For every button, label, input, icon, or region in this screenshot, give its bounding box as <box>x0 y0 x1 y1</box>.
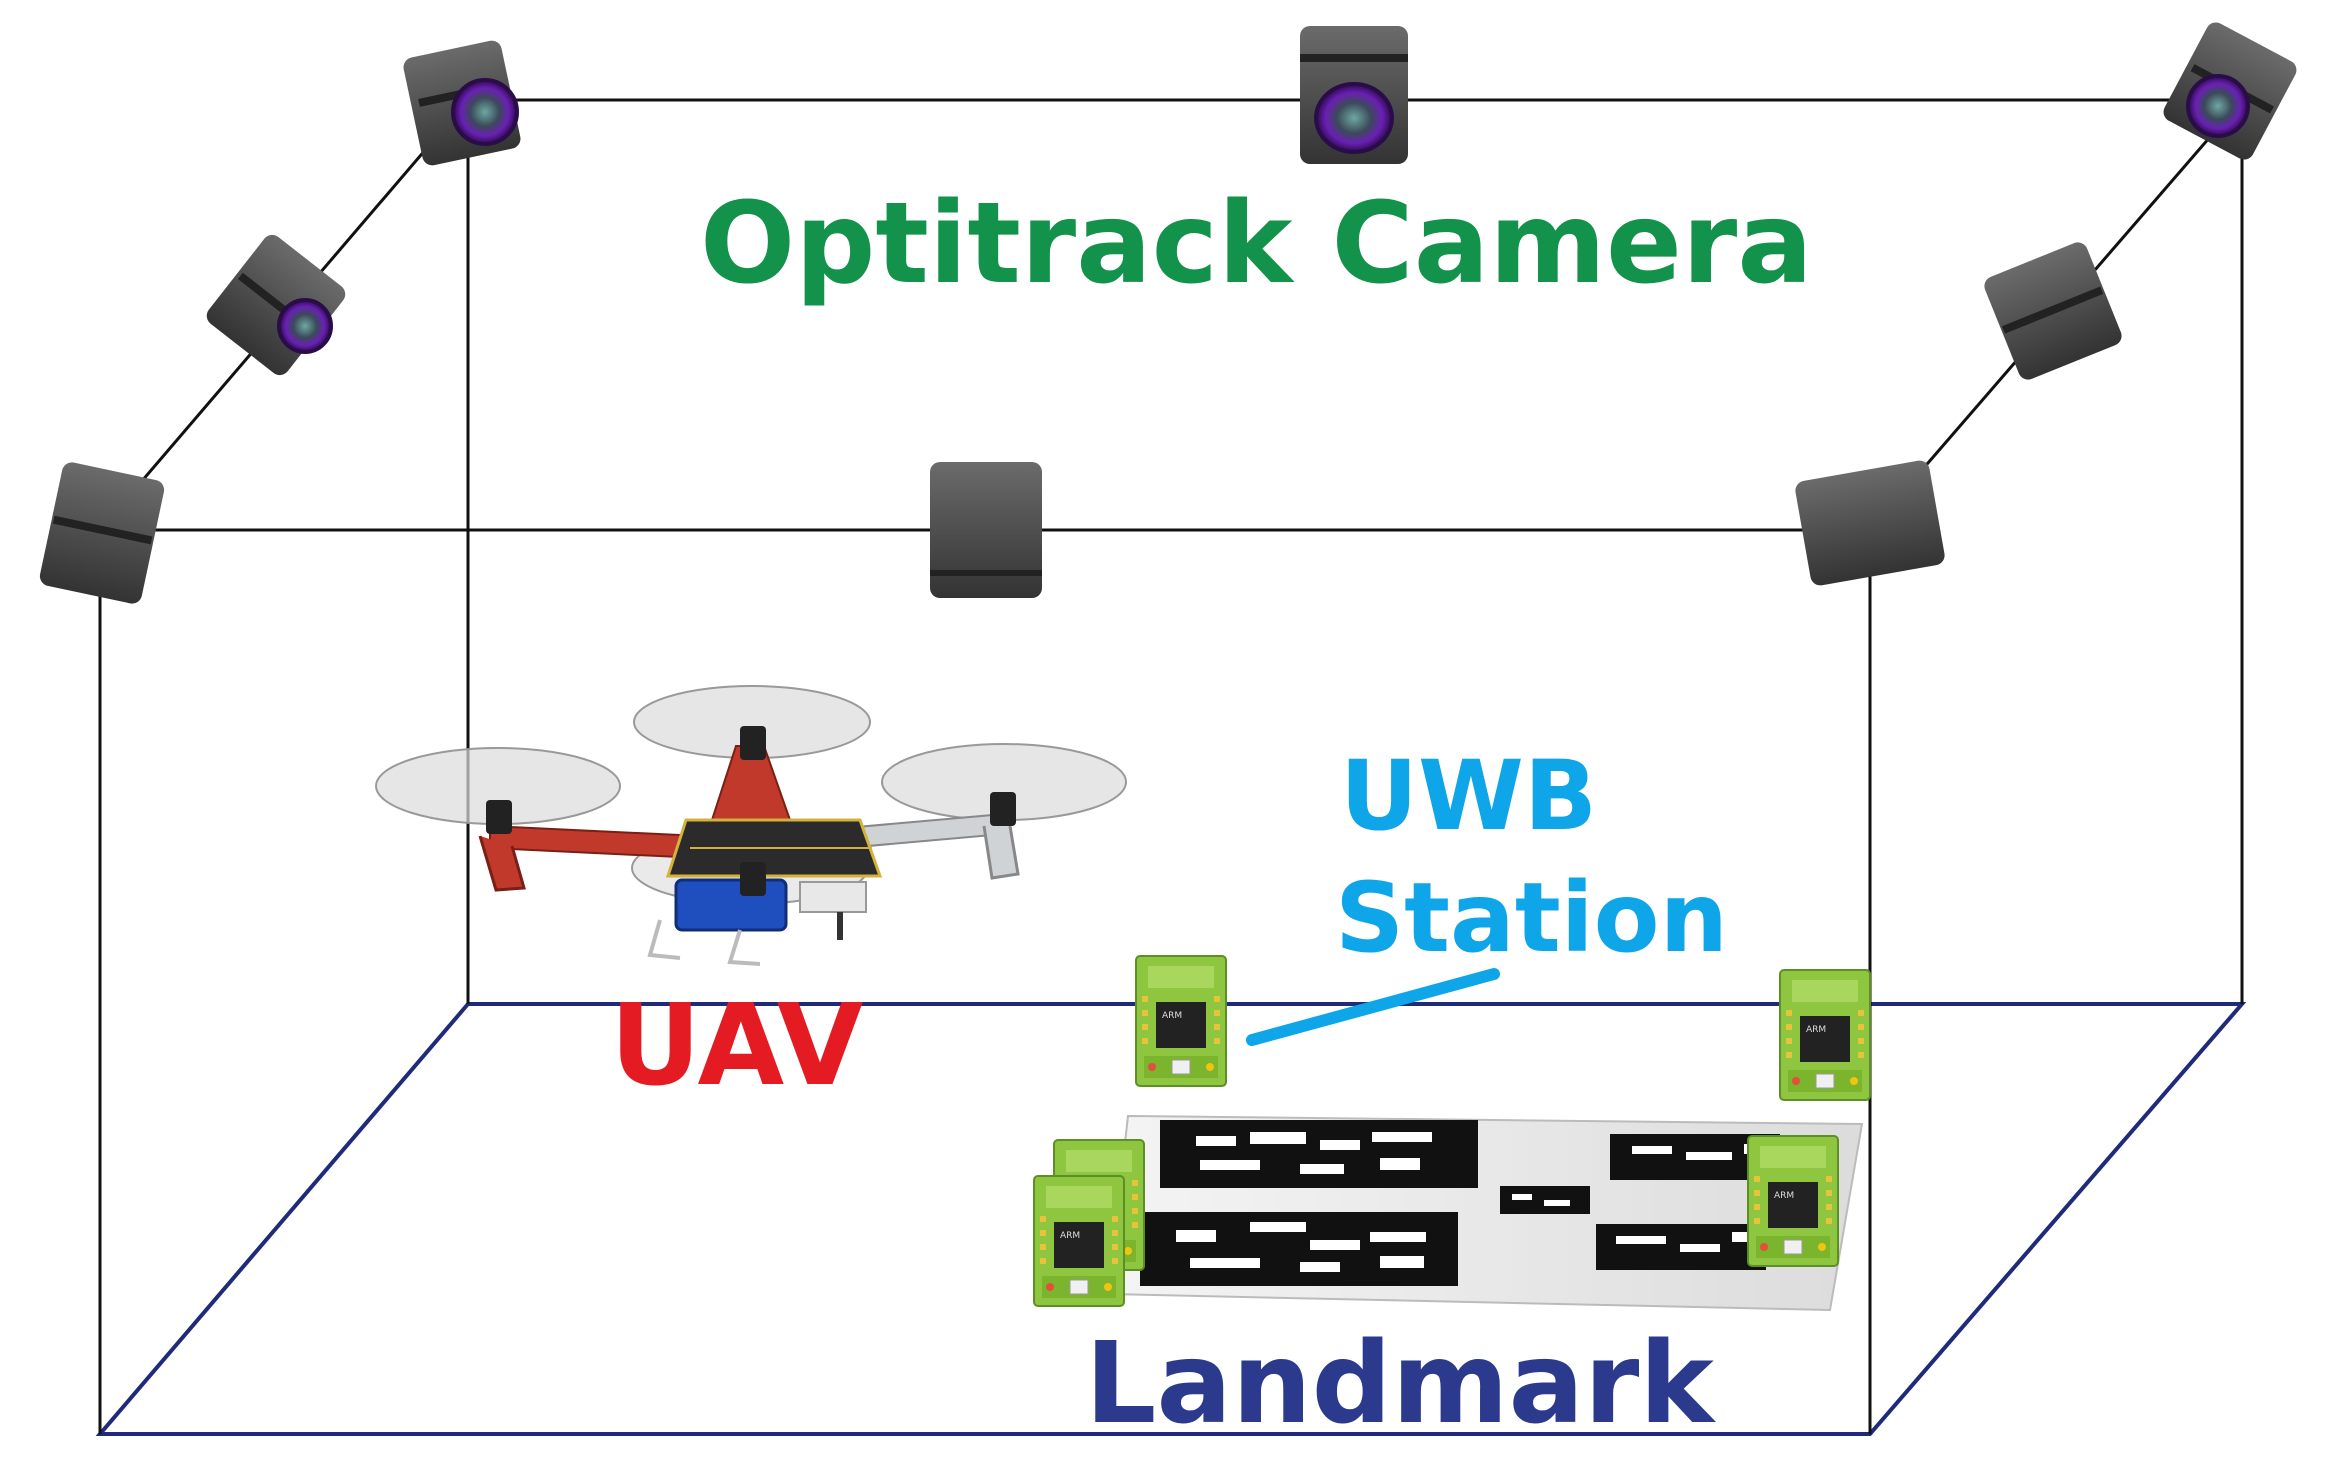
optitrack-camera-icon <box>1300 26 1408 164</box>
uav-motor <box>486 800 512 834</box>
uav-motor <box>740 726 766 760</box>
uav-leg <box>982 825 1020 880</box>
uwb-label-line1: UWB <box>1340 740 1598 852</box>
camera-label: Optitrack Camera <box>700 179 1813 309</box>
uwb-label-line2: Station <box>1335 862 1728 974</box>
uwb-station-board-icon <box>1033 1175 1125 1307</box>
uwb-station-board-icon <box>1135 955 1227 1087</box>
landmark-label: Landmark <box>1085 1319 1714 1449</box>
optitrack-camera-icon <box>930 462 1042 598</box>
uwb-station-board-icon <box>1747 1135 1839 1267</box>
optitrack-camera-icon <box>39 462 165 604</box>
uav-battery <box>674 878 788 932</box>
uav-leg <box>478 835 526 892</box>
uav-motor <box>740 862 766 896</box>
quadrotor-uav-icon <box>375 685 1127 966</box>
aruco-marker <box>1596 1224 1766 1270</box>
optitrack-camera-icon <box>1984 242 2122 380</box>
uav-arm <box>489 824 701 860</box>
uav-motor <box>990 792 1016 826</box>
uwb-station-board-icon <box>1779 969 1871 1101</box>
optitrack-camera-icon <box>1795 460 1945 586</box>
optitrack-camera-icon <box>206 234 346 376</box>
optitrack-camera-icon <box>403 40 521 166</box>
aruco-marker <box>1140 1212 1458 1286</box>
aruco-marker <box>1500 1186 1590 1214</box>
aruco-marker <box>1160 1120 1478 1188</box>
aruco-landmark-mat-icon <box>1106 1114 1864 1312</box>
uwb-pointer-line <box>1246 968 1500 1046</box>
optitrack-camera-icon <box>2163 22 2297 160</box>
uav-label: UAV <box>610 981 864 1111</box>
